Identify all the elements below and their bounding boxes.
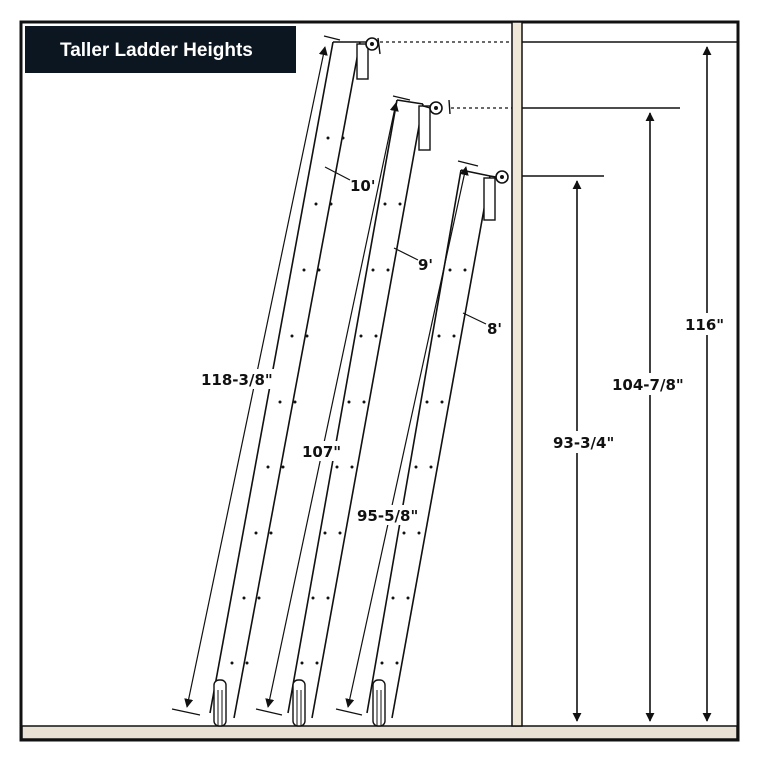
wall-post [511,21,523,727]
height-label-10ft: 116" [685,316,724,334]
ladder-8ft-rungs [380,268,467,665]
ladder-8ft-rail-right [391,175,491,719]
ladder-10ft-foot [213,679,227,727]
ladder-10ft-name-label: 10' [350,177,375,195]
ladder-9ft-foot [292,679,306,727]
ladder-9ft-rail-left [287,99,398,714]
ladder-8ft-name-leader [462,312,487,325]
ladder-8ft-name-label: 8' [487,320,502,338]
ladder-8ft-foot [372,679,386,727]
ladder-9ft-name-label: 9' [418,256,433,274]
ladder-10ft-name-leader [324,166,351,181]
ladder-8ft-rail-left [366,169,462,714]
outer-frame [19,20,740,742]
ladder-8ft [335,160,509,727]
ladder-8ft-bracket [483,177,496,221]
ladder-9ft-length-label: 107" [302,443,341,461]
ladder-8ft-length-dimension [345,166,469,708]
height-label-9ft: 104-7/8" [612,376,684,394]
ladder-10ft-bracket [356,43,369,80]
ladder-8ft-length-label: 95-5/8" [357,507,418,525]
height-label-8ft: 93-3/4" [553,434,614,452]
ladder-9ft-rungs [300,202,402,665]
floor [21,725,738,740]
ladder-9ft-rail-right [311,103,424,719]
diagram-title: Taller Ladder Heights [60,40,253,61]
ladder-10ft-length-label: 118-3/8" [201,371,273,389]
ladder-9ft-name-leader [393,247,419,261]
ladder-9ft-bracket [418,105,431,151]
ladder-9ft-top-bar [396,99,424,105]
